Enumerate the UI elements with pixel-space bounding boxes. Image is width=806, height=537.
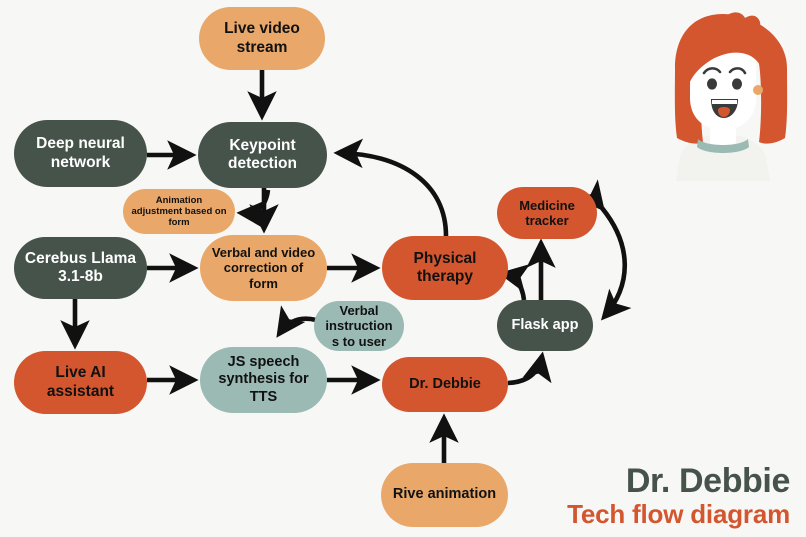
avatar-eyebrow-right (728, 67, 747, 75)
node-label: Dr. Debbie (409, 375, 481, 392)
node-label: Flask app (511, 316, 579, 333)
node-live-ai-assistant[interactable]: Live AI assistant (14, 351, 147, 414)
node-label: Medicine tracker (519, 197, 575, 228)
avatar-tongue (718, 107, 730, 117)
node-keypoint-detection[interactable]: Keypoint detection (198, 122, 327, 188)
node-label: Rive animation (392, 486, 497, 503)
node-label: Cerebus Llama 3.1-8b (24, 249, 137, 285)
node-label: Live video stream (224, 20, 300, 56)
avatar-eyebrow-left (702, 67, 722, 75)
avatar-teeth (712, 100, 737, 104)
node-rive-animation[interactable]: Rive animation (381, 463, 508, 527)
page-subtitle: Tech flow diagram (567, 499, 790, 530)
avatar-eye-right (732, 78, 742, 90)
node-label: Verbal instruction s to user (325, 303, 393, 349)
node-medicine-tracker[interactable]: Medicine tracker (497, 187, 597, 239)
node-label: JS speech synthesis for TTS (218, 354, 309, 405)
page-title: Dr. Debbie (625, 461, 791, 500)
edge-verbalinstructions-jsspeech (276, 305, 317, 338)
edge-drdebbie-flask (507, 351, 552, 386)
node-flask-app[interactable]: Flask app (497, 300, 593, 351)
node-label: Physical therapy (413, 249, 477, 285)
avatar-eye-left (707, 78, 717, 90)
node-dr-debbie[interactable]: Dr. Debbie (382, 357, 508, 412)
node-label: Live AI assistant (46, 364, 115, 400)
node-js-speech-synthesis[interactable]: JS speech synthesis for TTS (200, 347, 327, 413)
node-deep-neural-network[interactable]: Deep neural network (14, 120, 147, 187)
node-label: Animation adjustment based on form (131, 194, 227, 229)
node-label: Deep neural network (36, 135, 125, 171)
node-verbal-video-correction[interactable]: Verbal and video correction of form (200, 235, 327, 301)
node-physical-therapy[interactable]: Physical therapy (382, 236, 508, 300)
title-block: Dr. Debbie Tech flow diagram (567, 461, 791, 530)
node-animation-adjustment[interactable]: Animation adjustment based on form (123, 189, 235, 234)
edge-keypoint-animation (236, 189, 271, 230)
node-live-video-stream[interactable]: Live video stream (199, 7, 325, 70)
node-cerebus-llama[interactable]: Cerebus Llama 3.1-8b (14, 237, 147, 299)
node-label: Keypoint detection (228, 136, 297, 172)
node-verbal-instructions[interactable]: Verbal instruction s to user (314, 301, 404, 351)
dr-debbie-avatar (674, 12, 788, 181)
avatar-hair-front (683, 12, 771, 89)
node-label: Verbal and video correction of form (211, 245, 316, 291)
avatar-collar (697, 139, 749, 153)
edge-physicaltherapy-keypoint (333, 138, 449, 237)
edge-medicinetracker-flask-double (574, 179, 632, 321)
avatar-earring (753, 85, 763, 95)
